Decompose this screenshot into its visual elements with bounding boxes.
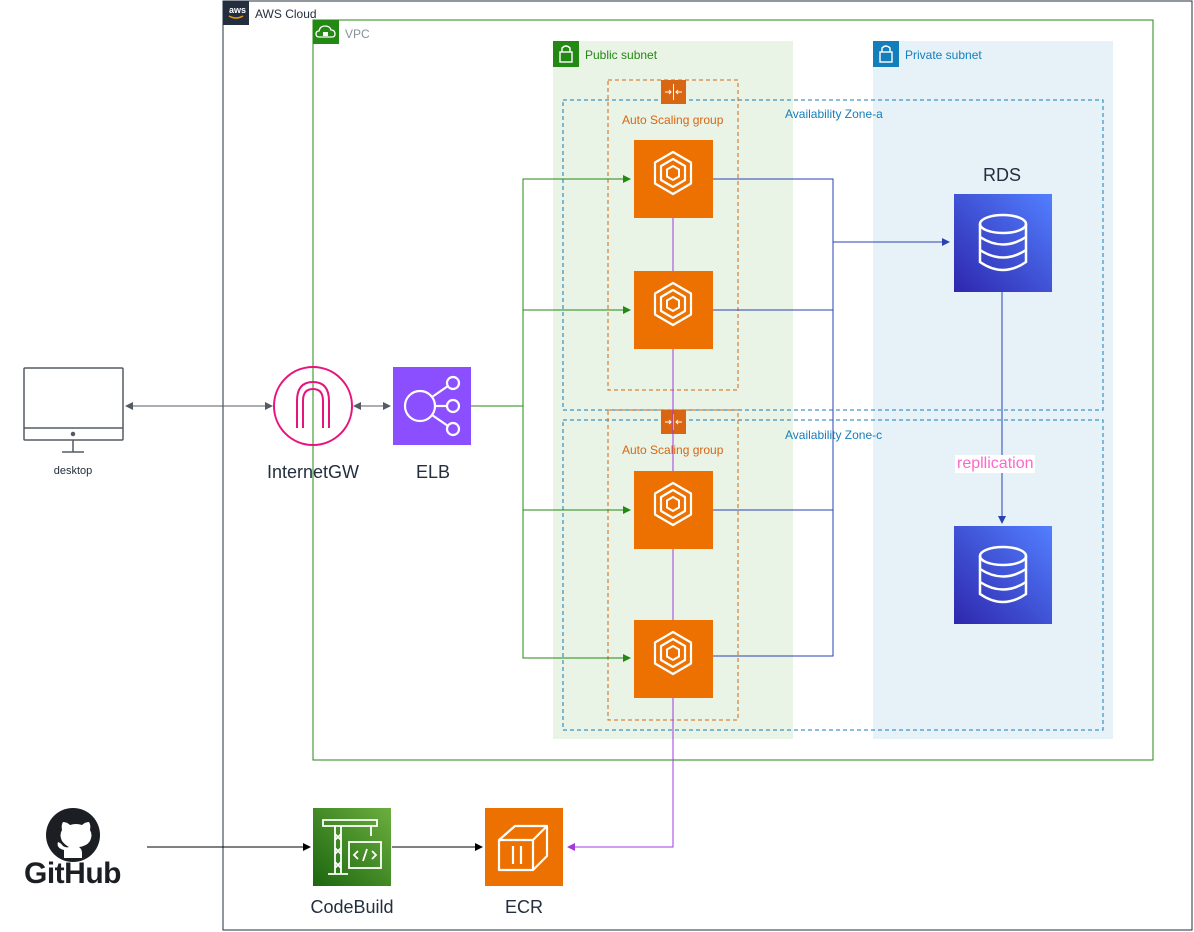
vpc-cloud-lock-icon bbox=[313, 20, 339, 44]
edges-elb-to-containers bbox=[471, 175, 631, 662]
edges-containers-to-rds bbox=[713, 178, 950, 657]
ecr-label: ECR bbox=[504, 897, 543, 917]
codebuild-icon bbox=[313, 808, 391, 886]
ecs-container-icon bbox=[634, 271, 713, 349]
private-subnet-group bbox=[873, 41, 1113, 739]
ecs-container-icon bbox=[634, 140, 713, 218]
edge-containers-to-ecr bbox=[567, 218, 674, 851]
private-subnet-title: Private subnet bbox=[905, 48, 982, 62]
replication-label: repllication bbox=[955, 455, 1036, 473]
auto-scaling-group-c-title: Auto Scaling group bbox=[622, 443, 724, 457]
elb-load-balancer-icon bbox=[393, 367, 471, 445]
internet-gateway-icon bbox=[273, 366, 353, 446]
availability-zone-c-title: Availability Zone-c bbox=[785, 428, 883, 442]
rds-label: RDS bbox=[982, 165, 1021, 185]
private-subnet-lock-icon bbox=[873, 41, 899, 67]
elb-label: ELB bbox=[415, 462, 451, 482]
rds-replica-icon bbox=[954, 526, 1052, 624]
svg-text:aws: aws bbox=[229, 5, 246, 15]
desktop-monitor-icon bbox=[23, 367, 124, 453]
aws-logo-icon: aws bbox=[223, 1, 249, 25]
github-logo-icon bbox=[46, 808, 100, 862]
vpc-title: VPC bbox=[345, 27, 370, 41]
ecs-container-icon bbox=[634, 471, 713, 549]
aws-cloud-title: AWS Cloud bbox=[255, 7, 317, 21]
ecr-registry-icon bbox=[485, 808, 563, 886]
github-wordmark: GitHub bbox=[24, 857, 121, 890]
public-subnet-lock-icon bbox=[553, 41, 579, 67]
rds-database-icon bbox=[954, 194, 1052, 292]
internet-gateway-label: InternetGW bbox=[266, 462, 360, 482]
auto-scaling-group-a-title: Auto Scaling group bbox=[622, 113, 724, 127]
desktop-label: desktop bbox=[53, 465, 93, 477]
ecs-container-icon bbox=[634, 620, 713, 698]
availability-zone-a-title: Availability Zone-a bbox=[785, 107, 883, 121]
auto-scaling-icon bbox=[661, 80, 686, 104]
public-subnet-title: Public subnet bbox=[585, 48, 658, 62]
aws-cloud-group bbox=[222, 0, 1193, 931]
codebuild-label: CodeBuild bbox=[310, 897, 394, 917]
